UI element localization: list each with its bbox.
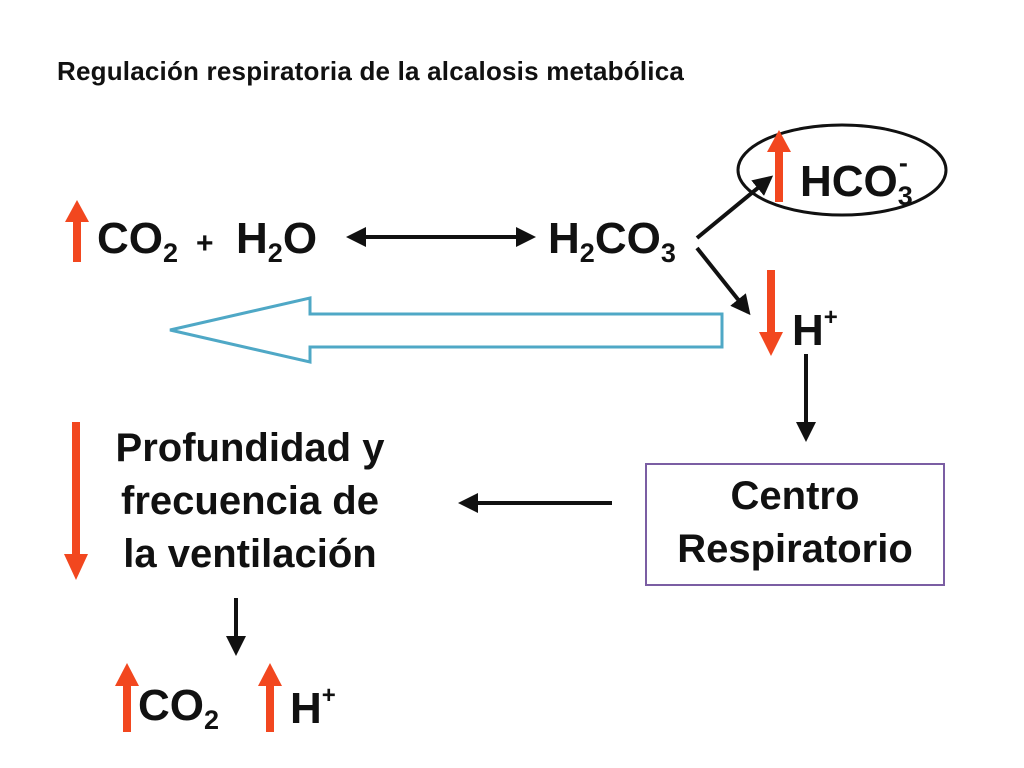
up-arrow-icon xyxy=(65,200,89,262)
down-arrow-icon xyxy=(759,270,783,356)
down-arrow-icon xyxy=(64,422,88,580)
hco3-label: HCO3- xyxy=(800,148,913,211)
up-arrow-icon xyxy=(115,663,139,732)
page-title: Regulación respiratoria de la alcalosis … xyxy=(57,56,685,86)
ventilacion-label: Profundidad y frecuencia de la ventilaci… xyxy=(115,426,385,576)
dissociation-arrow-hco3 xyxy=(695,175,774,240)
dissociation-arrow-h xyxy=(695,246,751,316)
h-ion-label: H+ xyxy=(792,304,838,355)
co2-result-label: CO2 xyxy=(138,681,220,735)
h-result-label: H+ xyxy=(290,682,336,733)
up-arrow-icon xyxy=(258,663,282,732)
centro-respiratorio-label: Centro Respiratorio xyxy=(677,474,913,571)
hco3-highlight-ellipse xyxy=(736,123,948,217)
h2o-label: H2O xyxy=(236,214,318,268)
feedback-arrow-left xyxy=(169,296,724,364)
up-arrow-icon xyxy=(767,130,791,202)
plus-sign: + xyxy=(196,227,214,260)
co2-reactant-label: CO2 xyxy=(97,214,179,268)
h2co3-label: H2CO3 xyxy=(548,214,676,268)
centro-respiratorio-box xyxy=(645,463,945,586)
